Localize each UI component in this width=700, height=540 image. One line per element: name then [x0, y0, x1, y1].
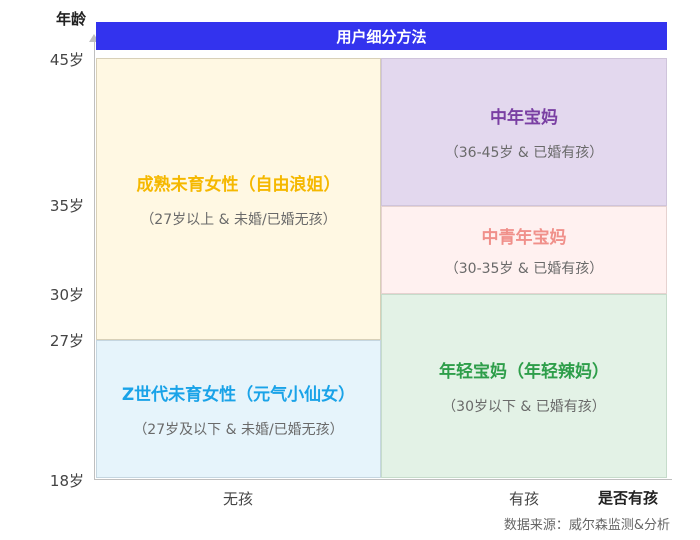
- segment-title: 中年宝妈: [490, 107, 558, 128]
- y-tick-45: 45岁: [49, 51, 84, 69]
- segment-title: 成熟未育女性（自由浪姐）: [136, 174, 341, 195]
- segment-middle-aged-mom: 中年宝妈 （36-45岁 & 已婚有孩）: [381, 58, 667, 206]
- x-axis-line: [94, 479, 672, 480]
- segment-genz-childless: Z世代未育女性（元气小仙女） （27岁及以下 & 未婚/已婚无孩）: [96, 340, 381, 478]
- segment-young-mom: 年轻宝妈（年轻辣妈） （30岁以下 & 已婚有孩）: [381, 294, 667, 478]
- segment-young-middle-mom: 中青年宝妈 （30-35岁 & 已婚有孩）: [381, 206, 667, 294]
- segment-subtitle: （30-35岁 & 已婚有孩）: [444, 260, 604, 277]
- segment-subtitle: （27岁及以下 & 未婚/已婚无孩）: [133, 421, 344, 438]
- y-axis-arrow-icon: [89, 34, 99, 42]
- x-category-with-child: 有孩: [508, 490, 539, 508]
- x-axis-title: 是否有孩: [598, 489, 659, 507]
- y-axis-title: 年龄: [56, 10, 87, 28]
- y-axis-line: [94, 40, 95, 480]
- segment-mature-childless: 成熟未育女性（自由浪姐） （27岁以上 & 未婚/已婚无孩）: [96, 58, 381, 340]
- y-tick-35: 35岁: [49, 197, 84, 215]
- data-source-note: 数据来源：威尔森监测&分析: [503, 518, 670, 533]
- y-tick-30: 30岁: [49, 286, 84, 304]
- segment-subtitle: （36-45岁 & 已婚有孩）: [444, 144, 604, 161]
- segment-title: 年轻宝妈（年轻辣妈）: [439, 361, 609, 382]
- segmentation-header: 用户细分方法: [96, 22, 667, 50]
- y-tick-27: 27岁: [49, 332, 84, 350]
- segment-subtitle: （30岁以下 & 已婚有孩）: [442, 398, 606, 415]
- x-category-childless: 无孩: [222, 490, 253, 508]
- segment-title: 中青年宝妈: [481, 227, 567, 248]
- segment-subtitle: （27岁以上 & 未婚/已婚无孩）: [140, 211, 337, 228]
- y-tick-18: 18岁: [49, 472, 84, 490]
- segment-title: Z世代未育女性（元气小仙女）: [121, 384, 356, 405]
